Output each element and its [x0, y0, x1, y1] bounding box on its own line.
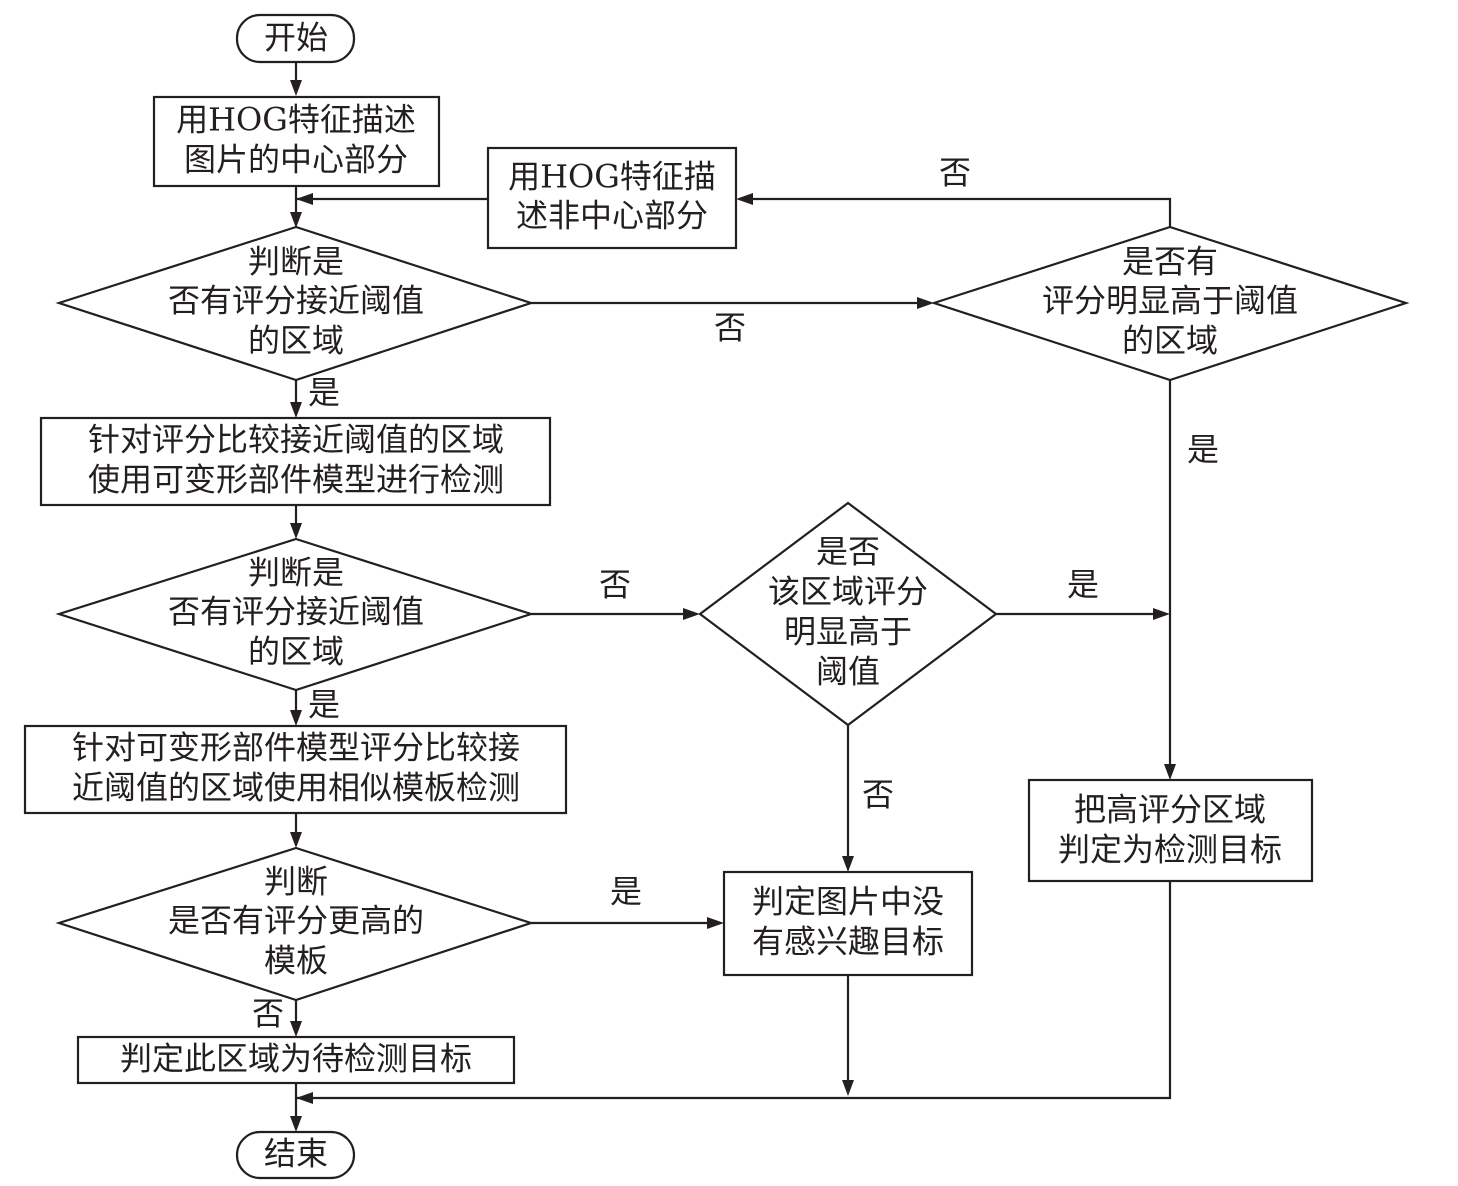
node-high-score-target: 把高评分区域 判定为检测目标	[1027, 778, 1314, 883]
node-text: 判定图片中没	[752, 883, 944, 921]
node-text: 针对评分比较接近阈值的区域	[88, 421, 504, 459]
node-text: 判定此区域为待检测目标	[120, 1040, 472, 1078]
node-text: 明显高于	[784, 613, 912, 651]
node-decision-high2: 是否 该区域评分 明显高于 阈值	[698, 501, 998, 727]
node-text: 是否	[816, 533, 880, 571]
connectors	[290, 62, 1176, 1132]
node-pending-target: 判定此区域为待检测目标	[76, 1035, 516, 1085]
arrow-head	[707, 917, 724, 929]
edge-label-decision-high2-no: 否	[862, 776, 894, 814]
arrow-head	[296, 193, 313, 205]
arrow-head	[290, 832, 302, 848]
arrow-head	[290, 80, 302, 96]
edge-label-decision-high1-no: 否	[939, 154, 971, 192]
node-text: 的区域	[248, 322, 344, 360]
node-no-target: 判定图片中没 有感兴趣目标	[722, 870, 974, 977]
edge-decision-high1-no	[740, 197, 1172, 227]
arrow-head	[736, 193, 753, 205]
edge-high-score-to-merge	[296, 881, 1172, 1100]
node-text: 把高评分区域	[1074, 791, 1266, 829]
node-text: 的区域	[1122, 322, 1218, 360]
node-text: 使用可变形部件模型进行检测	[88, 461, 504, 499]
edge-label-decision-high2-yes: 是	[1067, 566, 1099, 604]
decision-diamond	[55, 225, 535, 382]
node-text: 判定为检测目标	[1058, 831, 1282, 869]
node-text: 是否有评分更高的	[168, 902, 424, 940]
node-text: 图片的中心部分	[184, 141, 408, 179]
edge-label-decision2-yes: 是	[308, 686, 340, 724]
decision-diamond	[55, 846, 535, 1002]
node-text: 用HOG特征描述	[176, 101, 416, 139]
edge-label-decision2-no: 否	[599, 566, 631, 604]
edge-label-decision1-yes: 是	[308, 374, 340, 412]
node-text: 否有评分接近阈值	[168, 282, 424, 320]
node-dpm-detect: 针对评分比较接近阈值的区域 使用可变形部件模型进行检测	[39, 416, 552, 507]
node-decision3: 判断 是否有评分更高的 模板	[55, 846, 535, 1002]
node-text: 模板	[264, 942, 328, 980]
arrow-head	[290, 212, 302, 228]
node-text: 针对可变形部件模型评分比较接	[72, 729, 520, 767]
node-text: 是否有	[1122, 243, 1218, 281]
node-text: 阈值	[816, 653, 880, 691]
edge-label-decision3-no: 否	[252, 995, 284, 1033]
process-box	[23, 724, 568, 815]
process-box	[152, 95, 441, 188]
node-hog-noncenter: 用HOG特征描 述非中心部分	[486, 146, 738, 250]
node-text: 的区域	[248, 633, 344, 671]
arrow-head	[290, 1021, 302, 1037]
node-text: 否有评分接近阈值	[168, 593, 424, 631]
process-box	[722, 870, 974, 977]
process-box	[39, 416, 552, 507]
process-box	[76, 1035, 516, 1085]
node-text: 结束	[264, 1135, 328, 1173]
edge-label-decision1-no: 否	[714, 309, 746, 347]
node-text: 该区域评分	[768, 573, 928, 611]
arrow-head	[917, 297, 934, 309]
arrow-head	[296, 1092, 313, 1104]
node-hog-center: 用HOG特征描述 图片的中心部分	[152, 95, 441, 188]
terminal-shape	[235, 1130, 356, 1180]
arrow-head	[290, 523, 302, 539]
arrow-head	[290, 402, 302, 418]
node-text: 用HOG特征描	[508, 158, 716, 196]
node-decision2: 判断是 否有评分接近阈值 的区域	[55, 537, 535, 692]
node-start: 开始	[235, 13, 356, 64]
node-decision1: 判断是 否有评分接近阈值 的区域	[55, 225, 535, 382]
edge-labels: 否 是 否 是 否 是 是 否 是 否	[252, 154, 1219, 1033]
decision-diamond	[55, 537, 535, 692]
arrow-head	[1153, 608, 1170, 620]
node-text: 判断是	[248, 243, 344, 281]
node-text: 判断	[264, 863, 328, 901]
node-decision-high1: 是否有 评分明显高于阈值 的区域	[930, 225, 1410, 382]
node-text: 开始	[264, 19, 328, 57]
process-box	[486, 146, 738, 250]
process-box	[1027, 778, 1314, 883]
arrow-head	[842, 1080, 854, 1096]
arrow-head	[842, 856, 854, 872]
node-text: 评分明显高于阈值	[1042, 282, 1298, 320]
terminal-shape	[235, 13, 356, 64]
edge-label-decision3-yes: 是	[610, 873, 642, 911]
decision-diamond	[698, 501, 998, 727]
node-text: 近阈值的区域使用相似模板检测	[72, 769, 520, 807]
arrow-head	[290, 710, 302, 726]
arrow-head	[1164, 764, 1176, 780]
arrow-head	[290, 1116, 302, 1132]
arrow-head	[683, 608, 700, 620]
node-text: 述非中心部分	[516, 197, 708, 235]
node-template-detect: 针对可变形部件模型评分比较接 近阈值的区域使用相似模板检测	[23, 724, 568, 815]
edge-label-decision-high1-yes: 是	[1187, 431, 1219, 469]
node-text: 判断是	[248, 554, 344, 592]
node-end: 结束	[235, 1130, 356, 1180]
decision-diamond	[930, 225, 1410, 382]
node-text: 有感兴趣目标	[752, 923, 944, 961]
